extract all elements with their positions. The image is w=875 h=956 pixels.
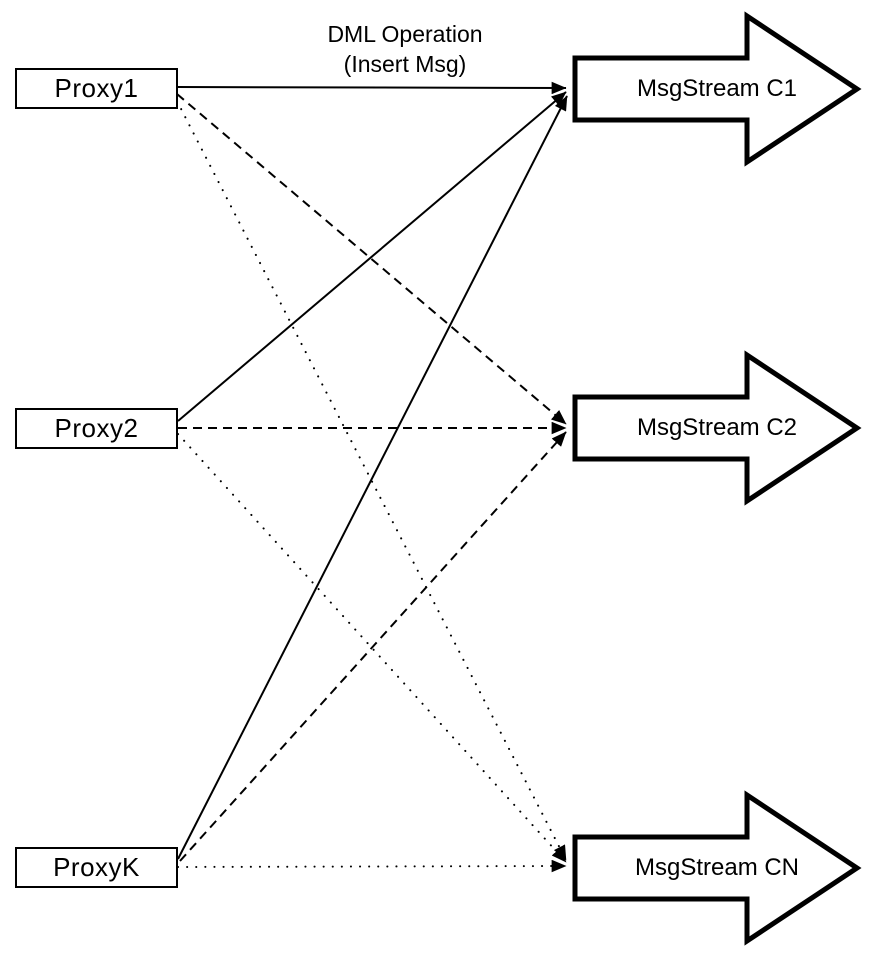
edge-proxy2-msgstream-c1: [177, 91, 567, 422]
edge-proxyk-msgstream-cn: [177, 859, 567, 873]
edge-proxyk-msgstream-c2: [179, 431, 567, 862]
proxyk-node: ProxyK: [15, 847, 178, 888]
edge-proxy1-msgstream-c2: [176, 93, 567, 425]
block-arrow-msgstream-c2: [572, 350, 862, 506]
msgstream-c1-label: MsgStream C1: [636, 75, 798, 102]
proxy2-node: Proxy2: [15, 408, 178, 449]
proxyk-label: ProxyK: [53, 852, 140, 882]
proxy1-label: Proxy1: [54, 73, 139, 103]
diagram-title-line2: (Insert Msg): [343, 51, 467, 77]
edge-proxy2-msgstream-cn: [177, 433, 567, 863]
proxy1-node: Proxy1: [15, 68, 178, 109]
block-arrow-msgstream-c1: [572, 11, 862, 167]
edge-proxy1-msgstream-cn: [176, 100, 567, 861]
edge-proxyk-msgstream-c1: [177, 95, 568, 860]
msgstream-c2-label: MsgStream C2: [636, 414, 798, 441]
edge-proxy1-msgstream-c1: [176, 81, 567, 95]
diagram-title-line1: DML Operation: [327, 21, 483, 47]
proxy2-label: Proxy2: [54, 413, 139, 443]
diagram-title: DML Operation (Insert Msg): [235, 19, 575, 79]
block-arrow-msgstream-cn: [572, 790, 862, 946]
msgstream-cn-label: MsgStream CN: [634, 854, 800, 881]
